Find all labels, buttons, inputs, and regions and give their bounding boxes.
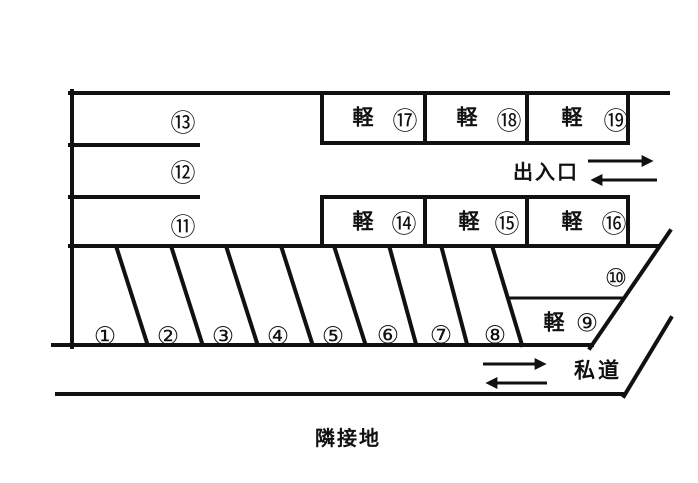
space-12-number: ⑫ [170, 158, 196, 188]
space-3-number: ③ [211, 321, 235, 351]
stall-divider-3-4 [224, 246, 260, 346]
space-19-box [525, 91, 630, 145]
space-10-number: ⑩ [604, 263, 628, 293]
stall-divider-8-9 [490, 246, 525, 348]
stall-divider-6-7 [387, 246, 419, 347]
space-15-kei-label: 軽 [458, 209, 480, 234]
entrance-label: 出入口 [513, 160, 579, 184]
space-9-kei-label: 軽 [543, 310, 565, 335]
space-16-box [525, 195, 630, 248]
space-2-number: ② [156, 321, 180, 351]
space-19-number: ⑲ [603, 106, 629, 136]
space-19-kei-label: 軽 [561, 105, 583, 130]
space-14-number: ⑭ [391, 209, 417, 239]
space-8-number: ⑧ [483, 320, 507, 350]
space-13-number: ⑬ [170, 108, 196, 138]
stall-divider-2-3 [169, 246, 205, 346]
space-7-number: ⑦ [429, 320, 453, 350]
stall-divider-4-5 [279, 246, 315, 346]
lot-right-diagonal [587, 228, 673, 351]
space-18-number: ⑱ [496, 106, 522, 136]
stall-divider-1-2 [114, 246, 150, 346]
space-16-number: ⑯ [601, 209, 627, 239]
space-5-number: ⑤ [321, 321, 345, 351]
adjacent-land-label: 隣接地 [315, 426, 381, 450]
space-15-number: ⑮ [494, 209, 520, 239]
space-6-number: ⑥ [376, 320, 400, 350]
space-14-kei-label: 軽 [352, 209, 374, 234]
stall-divider-5-6 [332, 246, 368, 346]
space-11-number: ⑪ [170, 212, 196, 242]
space-1-number: ① [93, 321, 117, 351]
space-18-kei-label: 軽 [456, 105, 478, 130]
stall-divider-7-8 [439, 246, 470, 347]
space-16-kei-label: 軽 [561, 209, 583, 234]
road-outer-diagonal [621, 315, 674, 399]
private-road-label: 私道 [574, 358, 622, 383]
space-4-number: ④ [266, 321, 290, 351]
space-17-kei-label: 軽 [352, 105, 374, 130]
space-9-number: ⑨ [575, 308, 599, 338]
space-17-number: ⑰ [392, 106, 418, 136]
